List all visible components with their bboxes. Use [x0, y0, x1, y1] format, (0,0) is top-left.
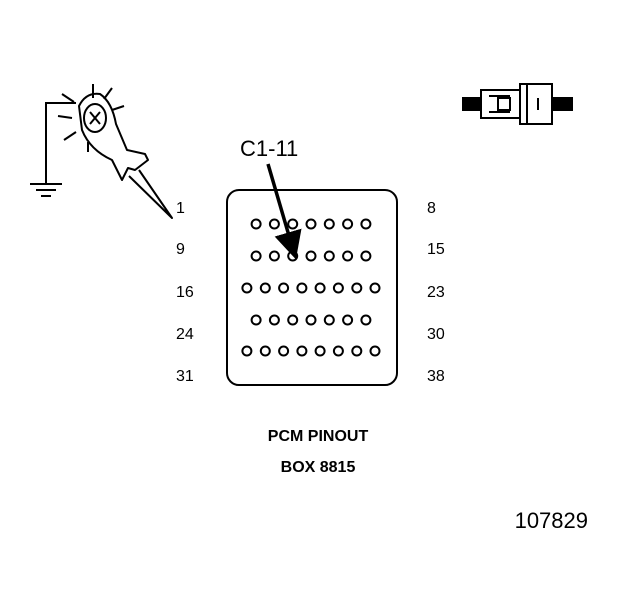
pin-hole — [314, 282, 326, 294]
caption-title: PCM PINOUT — [268, 428, 369, 445]
callout-label: C1-11 — [240, 136, 298, 161]
pin-hole — [360, 218, 372, 230]
pin-label-right: 30 — [427, 326, 445, 343]
pin-hole — [323, 250, 335, 262]
pin-hole — [287, 218, 299, 230]
pin-label-right: 8 — [427, 200, 436, 217]
pin-hole — [241, 345, 253, 357]
pin-hole — [296, 282, 308, 294]
pin-hole — [305, 218, 317, 230]
pin-hole — [296, 345, 308, 357]
pin-hole — [259, 282, 271, 294]
test-light-icon — [57, 84, 173, 219]
pin-label-right: 38 — [427, 368, 445, 385]
connector-plug-icon — [462, 83, 573, 125]
pin-hole — [351, 345, 363, 357]
pin-hole — [268, 250, 280, 262]
pin-hole — [250, 250, 262, 262]
pin-hole — [369, 345, 381, 357]
pin-hole — [250, 218, 262, 230]
pin-label-right: 23 — [427, 284, 445, 301]
pin-hole — [342, 250, 354, 262]
pin-hole — [332, 345, 344, 357]
pin-hole — [278, 345, 290, 357]
pin-label-left: 16 — [176, 284, 194, 301]
pin-label-right: 15 — [427, 241, 445, 258]
pin-label-left: 9 — [176, 241, 185, 258]
caption-subtitle: BOX 8815 — [281, 459, 356, 476]
pin-hole — [323, 314, 335, 326]
pin-hole — [342, 218, 354, 230]
pin-hole — [287, 314, 299, 326]
pin-label-left: 24 — [176, 326, 194, 343]
pin-hole — [268, 314, 280, 326]
pin-hole — [305, 250, 317, 262]
pin-label-left: 31 — [176, 368, 194, 385]
pin-hole — [278, 282, 290, 294]
pin-hole — [369, 282, 381, 294]
pin-hole — [351, 282, 363, 294]
pin-hole — [268, 218, 280, 230]
pin-hole — [360, 314, 372, 326]
pin-grid — [241, 218, 381, 357]
pin-label-left: 1 — [176, 200, 185, 217]
pin-hole — [250, 314, 262, 326]
pin-hole — [241, 282, 253, 294]
pin-hole — [360, 250, 372, 262]
pin-hole — [323, 218, 335, 230]
figure-id: 107829 — [515, 508, 588, 533]
pin-hole — [314, 345, 326, 357]
pin-hole — [305, 314, 317, 326]
pcm-connector-body — [226, 189, 398, 386]
callout-arrow — [266, 163, 302, 260]
pin-hole — [259, 345, 271, 357]
pin-hole — [342, 314, 354, 326]
ground-symbol-icon — [30, 102, 76, 197]
pin-hole — [332, 282, 344, 294]
pin-hole-highlighted — [287, 250, 299, 262]
